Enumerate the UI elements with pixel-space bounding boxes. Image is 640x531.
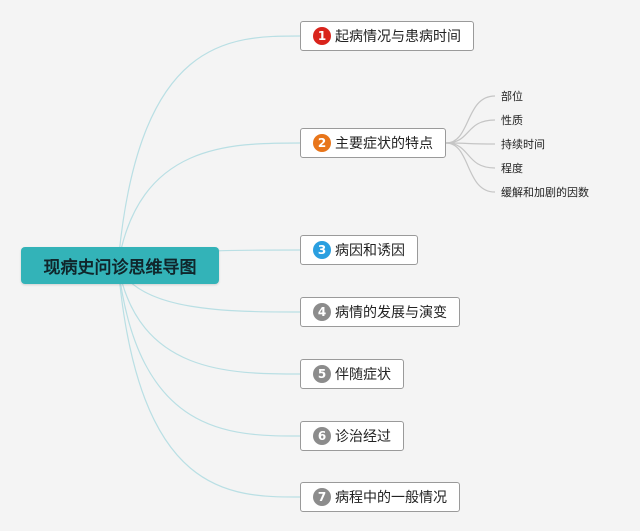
- connector-branch-2: [117, 142, 301, 266]
- branch-label: 起病情况与患病时间: [335, 29, 461, 45]
- branch-general-condition[interactable]: 7 病程中的一般情况: [300, 482, 460, 512]
- branch-accompanying-symptoms[interactable]: 5 伴随症状: [300, 359, 404, 389]
- connector-branch-6: [117, 264, 301, 437]
- branch-label: 病情的发展与演变: [335, 305, 447, 321]
- branch-label: 诊治经过: [335, 429, 391, 445]
- branch-diagnosis-and-treatment[interactable]: 6 诊治经过: [300, 421, 404, 451]
- connector-branch-5: [117, 264, 301, 375]
- subtopic-nature[interactable]: 性质: [501, 114, 523, 127]
- connector-subtopic-4: [445, 142, 496, 169]
- branch-onset-and-duration[interactable]: 1 起病情况与患病时间: [300, 21, 474, 51]
- number-badge-1: 1: [313, 27, 331, 45]
- branch-label: 病程中的一般情况: [335, 490, 447, 506]
- number-badge-5: 5: [313, 365, 331, 383]
- connector-subtopic-1: [445, 95, 496, 144]
- connector-branch-7: [117, 264, 301, 498]
- connector-subtopic-5: [445, 142, 496, 193]
- subtopic-severity[interactable]: 程度: [501, 162, 523, 175]
- branch-label: 病因和诱因: [335, 243, 405, 259]
- number-badge-7: 7: [313, 488, 331, 506]
- number-badge-4: 4: [313, 303, 331, 321]
- number-badge-2: 2: [313, 134, 331, 152]
- branch-disease-progression[interactable]: 4 病情的发展与演变: [300, 297, 460, 327]
- subtopic-duration[interactable]: 持续时间: [501, 138, 545, 151]
- central-topic[interactable]: 现病史问诊思维导图: [21, 247, 219, 284]
- subtopic-relieving-aggravating-factors[interactable]: 缓解和加剧的因数: [501, 186, 589, 199]
- central-topic-label: 现病史问诊思维导图: [43, 258, 197, 278]
- branch-label: 主要症状的特点: [335, 136, 433, 152]
- branch-main-symptom-features[interactable]: 2 主要症状的特点: [300, 128, 446, 158]
- subtopic-location[interactable]: 部位: [501, 90, 523, 103]
- number-badge-3: 3: [313, 241, 331, 259]
- connector-branch-1: [117, 35, 301, 266]
- connector-subtopic-2: [445, 119, 496, 144]
- branch-cause-and-trigger[interactable]: 3 病因和诱因: [300, 235, 418, 265]
- number-badge-6: 6: [313, 427, 331, 445]
- branch-label: 伴随症状: [335, 367, 391, 383]
